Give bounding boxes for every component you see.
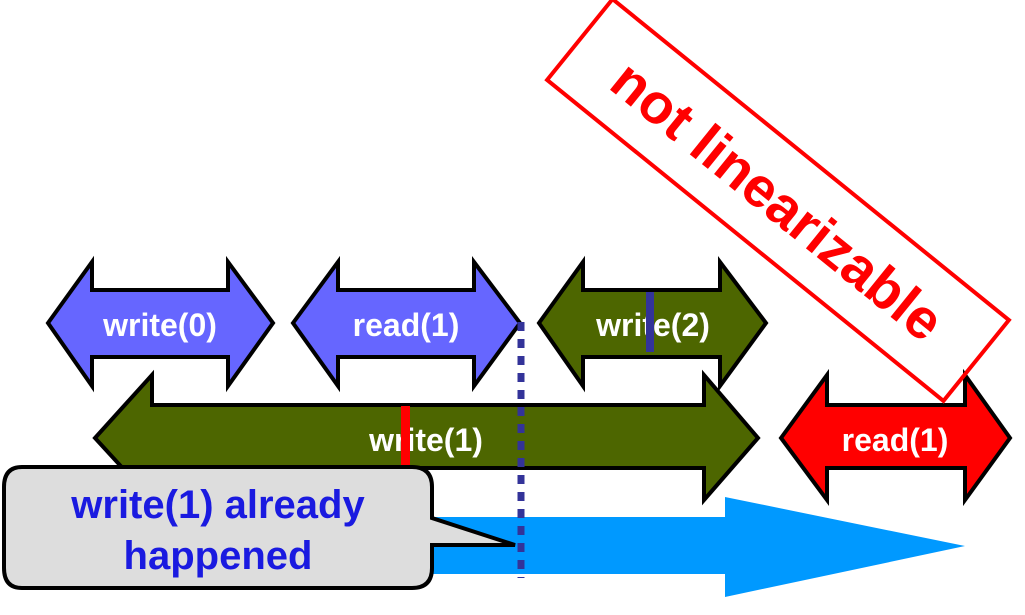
linearization-point-write1 [401,406,410,466]
op-write2: write(2) [536,255,769,393]
double-arrow-shape [45,255,276,393]
stamp-border [544,0,1012,404]
double-arrow-shape [778,368,1013,507]
op-write0: write(0) [45,255,276,393]
op-label-write1: write(1) [368,422,483,458]
linearization-point-write2 [646,292,654,352]
callout-line1: write(1) already [70,483,365,527]
callout-line2: happened [124,534,313,578]
op-label-read1-top: read(1) [353,307,460,343]
op-read1-top: read(1) [290,255,523,393]
op-label-write0: write(0) [102,307,217,343]
callout-shape [2,465,516,590]
op-label-read1-bottom: read(1) [842,422,949,458]
op-read1-bottom: read(1) [778,368,1013,507]
time-arrow [425,497,965,597]
callout-bubble: write(1) already happened [2,465,516,590]
